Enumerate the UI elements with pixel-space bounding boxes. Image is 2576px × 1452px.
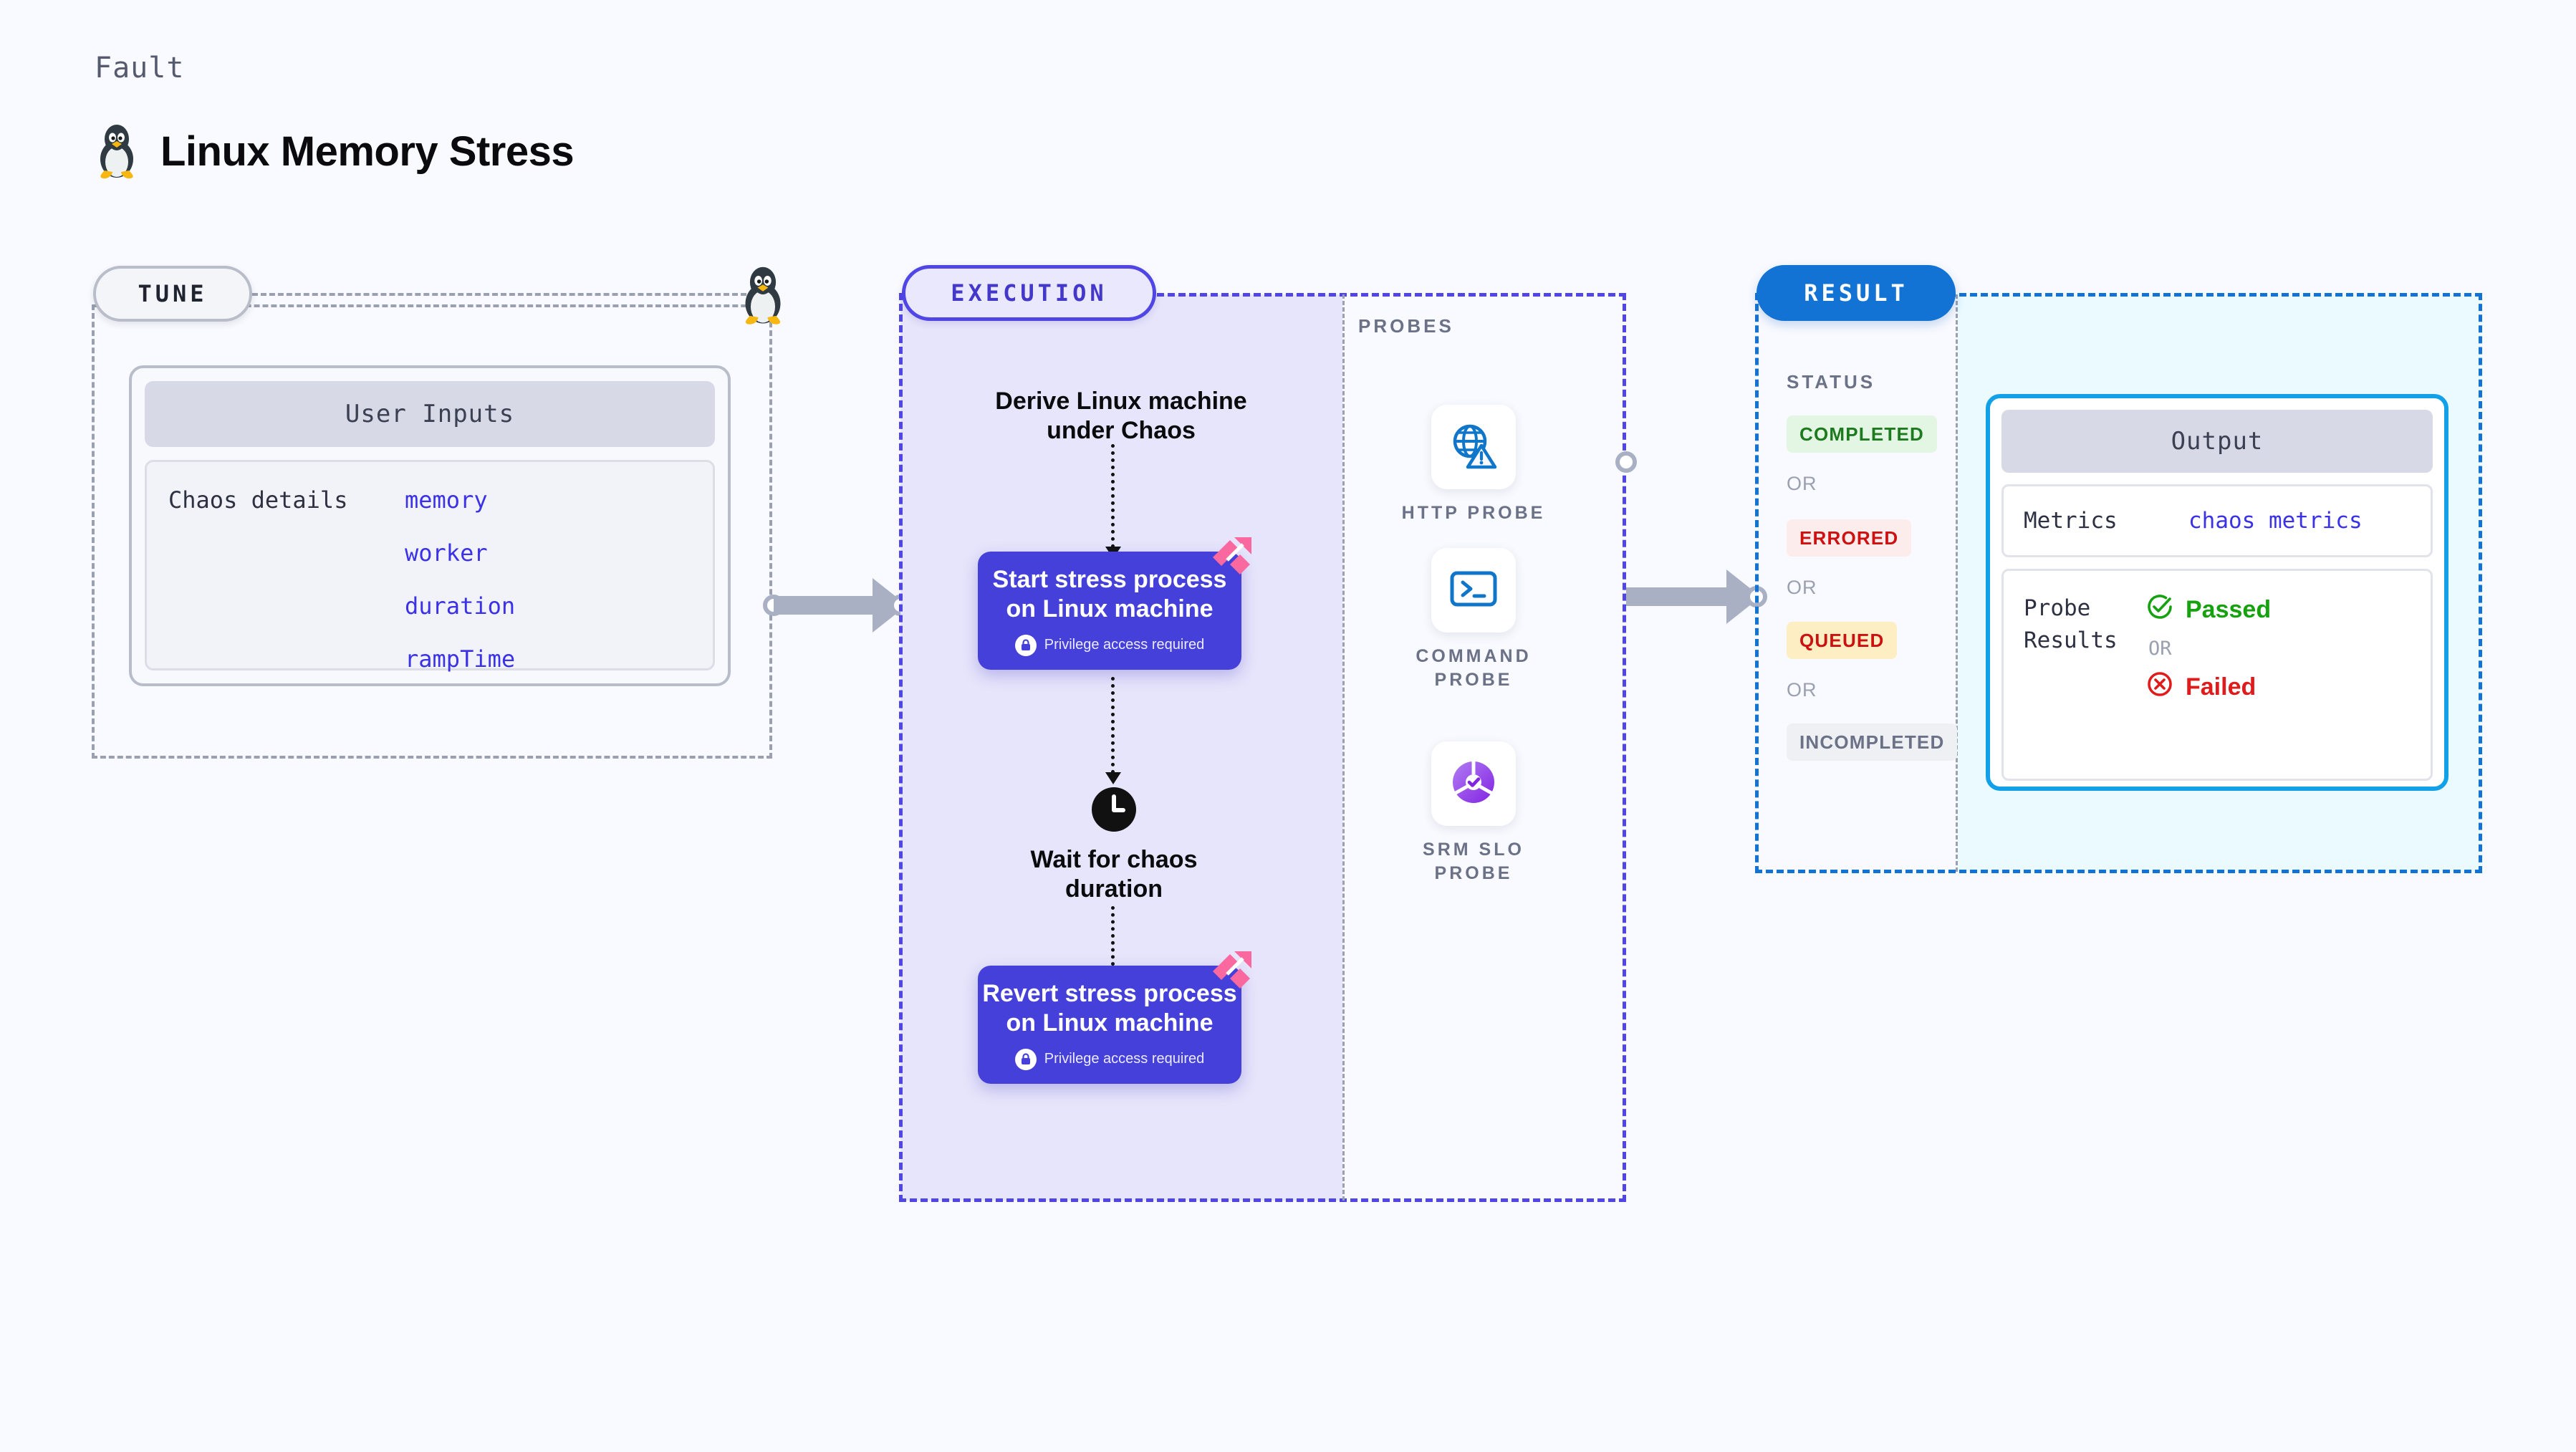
user-inputs-body: Chaos details memory worker duration ram… bbox=[145, 460, 715, 673]
connector-arrow-tune-to-execution bbox=[774, 578, 907, 633]
flow-arrow-1 bbox=[1105, 444, 1121, 559]
node-revert-stress-sub-label: Privilege access required bbox=[1044, 1051, 1205, 1067]
chaos-param-duration: duration bbox=[405, 592, 516, 620]
probe-label-command: COMMAND PROBE bbox=[1416, 646, 1532, 690]
node-revert-stress-sub: Privilege access required bbox=[1014, 1048, 1205, 1070]
probe-result-failed-label: Failed bbox=[2186, 673, 2257, 701]
probe-results-values: Passed OR Failed bbox=[2145, 592, 2271, 779]
probes-section-label: PROBES bbox=[1358, 315, 1454, 337]
check-circle-icon bbox=[2145, 592, 2174, 628]
metrics-row: Metrics chaos metrics bbox=[2001, 484, 2433, 557]
step-derive-label: Derive Linux machine under Chaos bbox=[995, 388, 1247, 445]
result-pill-label: RESULT bbox=[1756, 265, 1956, 321]
lock-icon bbox=[1014, 634, 1037, 656]
srm-slo-donut-icon bbox=[1447, 756, 1500, 812]
terminal-icon bbox=[1449, 569, 1498, 612]
tune-pill-label: TUNE bbox=[93, 266, 252, 322]
chaos-details-label: Chaos details bbox=[168, 486, 348, 514]
node-start-stress-sub-label: Privilege access required bbox=[1044, 637, 1205, 653]
probe-result-failed: Failed bbox=[2145, 670, 2271, 705]
harness-logo-icon bbox=[1208, 950, 1254, 991]
execution-panel bbox=[899, 293, 1626, 1202]
linux-penguin-icon bbox=[739, 259, 787, 329]
probe-label-http: HTTP PROBE bbox=[1401, 503, 1546, 523]
node-start-stress-title: Start stress process on Linux machine bbox=[992, 566, 1227, 622]
fault-title-row: Linux Memory Stress bbox=[95, 120, 575, 183]
status-chip-queued: QUEUED bbox=[1787, 622, 1898, 659]
lock-icon bbox=[1014, 1048, 1037, 1070]
fault-kicker-label: Fault bbox=[95, 52, 185, 85]
status-or-2: OR bbox=[1787, 577, 1817, 598]
probe-result-passed-label: Passed bbox=[2186, 596, 2272, 623]
result-inner-divider bbox=[1956, 294, 1958, 872]
page-title: Linux Memory Stress bbox=[160, 128, 575, 175]
node-start-stress-sub: Privilege access required bbox=[1014, 634, 1205, 656]
probe-result-or: OR bbox=[2148, 638, 2172, 660]
status-section-label: STATUS bbox=[1787, 371, 1876, 393]
chaos-param-ramptime: rampTime bbox=[405, 645, 516, 673]
flow-arrow-2 bbox=[1105, 677, 1121, 784]
probe-card-srm-slo[interactable] bbox=[1431, 741, 1516, 826]
node-revert-stress[interactable]: Revert stress process on Linux machine P… bbox=[978, 951, 1251, 1084]
globe-warning-icon bbox=[1448, 420, 1499, 475]
user-inputs-header: User Inputs bbox=[145, 381, 715, 447]
status-or-3: OR bbox=[1787, 679, 1817, 701]
output-card: Output Metrics chaos metrics Probe Resul… bbox=[1986, 394, 2448, 791]
execution-pill-label: EXECUTION bbox=[902, 265, 1156, 321]
node-revert-stress-title: Revert stress process on Linux machine bbox=[982, 980, 1237, 1037]
chaos-param-worker: worker bbox=[405, 539, 488, 567]
clock-icon bbox=[1090, 786, 1138, 833]
probe-results-row: Probe Results Passed OR bbox=[2001, 569, 2433, 781]
status-chip-completed: COMPLETED bbox=[1787, 415, 1938, 453]
probes-divider bbox=[1342, 294, 1345, 1201]
tune-top-dashed-line bbox=[252, 293, 746, 296]
harness-logo-icon bbox=[1208, 536, 1254, 577]
metrics-label: Metrics bbox=[2024, 508, 2118, 534]
chaos-params-list: memory worker duration rampTime bbox=[405, 486, 516, 673]
probe-label-srm-slo: SRM SLO PROBE bbox=[1423, 840, 1524, 883]
node-start-stress[interactable]: Start stress process on Linux machine Pr… bbox=[978, 537, 1251, 670]
connector-arrow-execution-to-result bbox=[1626, 569, 1761, 624]
connector-dot-probes-edge bbox=[1615, 451, 1637, 473]
metrics-value: chaos metrics bbox=[2188, 508, 2363, 534]
x-circle-icon bbox=[2145, 670, 2174, 705]
status-chip-incompleted: INCOMPLETED bbox=[1787, 723, 1958, 761]
status-chip-errored: ERRORED bbox=[1787, 519, 1912, 557]
probe-result-passed: Passed bbox=[2145, 592, 2271, 628]
chaos-param-memory: memory bbox=[405, 486, 488, 514]
probe-card-command[interactable] bbox=[1431, 548, 1516, 633]
output-header: Output bbox=[2001, 410, 2433, 473]
probe-card-http[interactable] bbox=[1431, 405, 1516, 489]
user-inputs-card: User Inputs Chaos details memory worker … bbox=[129, 365, 731, 686]
tune-panel bbox=[92, 304, 772, 759]
probe-results-label: Probe Results bbox=[2024, 595, 2118, 653]
status-or-1: OR bbox=[1787, 473, 1817, 494]
result-panel bbox=[1755, 293, 2482, 873]
step-wait-label: Wait for chaos duration bbox=[1030, 846, 1198, 903]
linux-penguin-icon bbox=[95, 120, 139, 183]
